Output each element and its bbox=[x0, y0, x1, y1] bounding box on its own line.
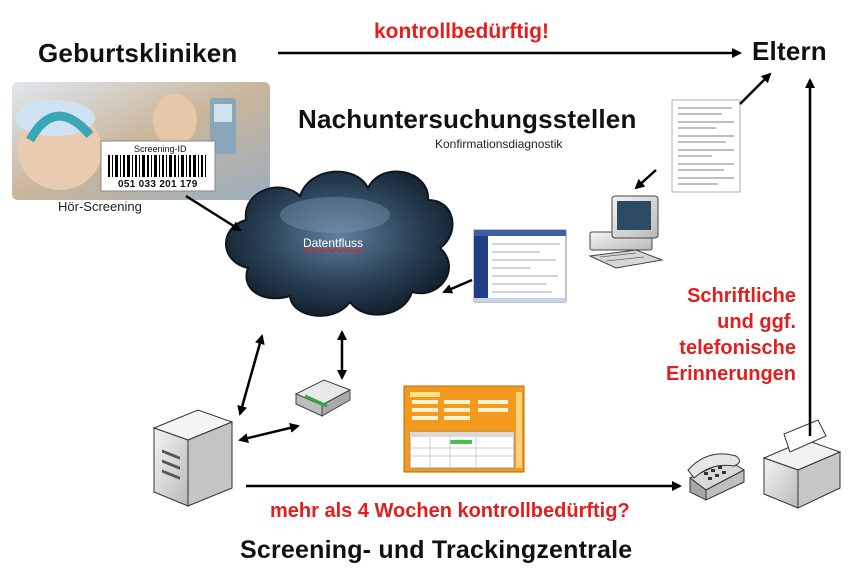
arrow-cloud-server bbox=[237, 334, 265, 416]
screening-id-number: 051 033 201 179 bbox=[118, 179, 198, 190]
data-flow-label: Datentfluss bbox=[303, 236, 364, 250]
reminders-line-3: telefonische bbox=[679, 337, 796, 359]
data-flow-cloud bbox=[225, 170, 454, 317]
arrow-pc-to-form bbox=[634, 169, 657, 190]
arrow-router-server bbox=[238, 423, 300, 443]
hearing-screening-label: Hör-Screening bbox=[58, 199, 142, 214]
reminders-line-1: Schriftliche bbox=[687, 285, 796, 307]
arrow-screening-to-cloud bbox=[185, 194, 242, 232]
server-tower bbox=[152, 409, 234, 507]
reminders-line-2: und ggf. bbox=[717, 311, 796, 333]
reminders-line-4: Erinnerungen bbox=[665, 363, 796, 385]
form-document bbox=[671, 99, 741, 193]
arrow-form-to-parents bbox=[739, 72, 772, 105]
network-router bbox=[294, 379, 352, 417]
followup-app-screenshot bbox=[473, 229, 567, 303]
node-parents: Eltern bbox=[752, 36, 827, 66]
telephone bbox=[687, 453, 746, 501]
reminders-annotation: Schriftliche und ggf. telefonische Erinn… bbox=[666, 283, 796, 387]
overdue-annotation: mehr als 4 Wochen kontrollbedürftig? bbox=[270, 500, 630, 522]
needs-control-annotation: kontrollbedürftig! bbox=[374, 20, 549, 43]
printer bbox=[762, 419, 842, 509]
confirmation-diagnostics-label: Konfirmationsdiagnostik bbox=[435, 137, 563, 151]
tracking-app-screenshot bbox=[403, 385, 525, 473]
node-screening-tracking-center: Screening- und Trackingzentrale bbox=[240, 536, 633, 564]
arrow-app-to-cloud bbox=[442, 278, 473, 294]
barcode-label bbox=[100, 140, 216, 192]
screening-id-label: Screening-ID bbox=[134, 144, 187, 154]
diagram-arrows bbox=[185, 48, 815, 491]
node-birth-clinics: Geburtskliniken bbox=[38, 38, 238, 68]
desktop-computer bbox=[588, 195, 664, 269]
node-followup-centers: Nachuntersuchungsstellen bbox=[298, 104, 637, 134]
